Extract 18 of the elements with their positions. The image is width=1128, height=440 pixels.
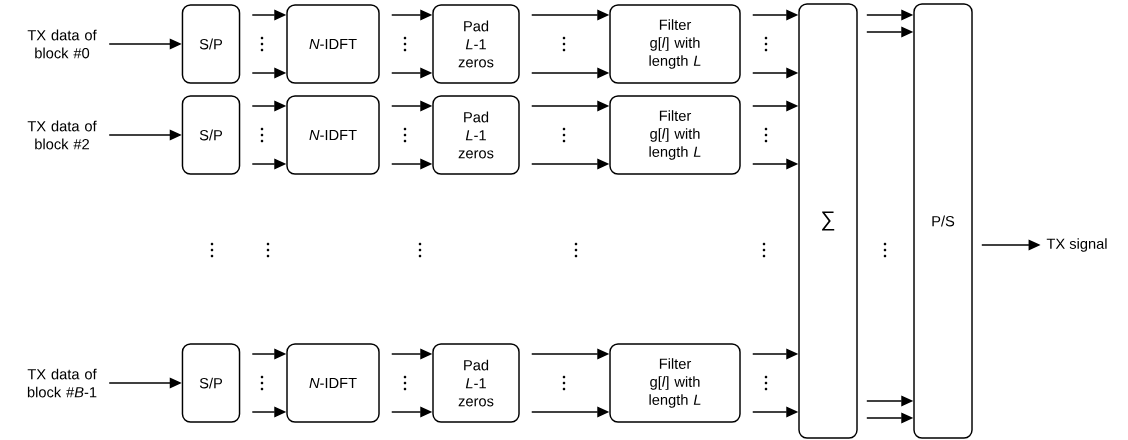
text-label: TX data of block #B-1 — [27, 368, 97, 398]
process-box: Filter g[l] with length L — [609, 95, 741, 175]
text-label: TX data of block #0 — [27, 29, 97, 59]
block-box: P/S — [913, 3, 973, 439]
process-box: S/P — [181, 95, 241, 175]
process-box: N-IDFT — [286, 95, 380, 175]
process-box: Filter g[l] with length L — [609, 343, 741, 423]
text-label: TX signal — [1046, 238, 1107, 252]
process-box: Pad L-1 zeros — [432, 343, 520, 423]
text-label: TX data of block #2 — [27, 120, 97, 150]
process-box: S/P — [181, 343, 241, 423]
process-box: Pad L-1 zeros — [432, 4, 520, 84]
process-box: N-IDFT — [286, 4, 380, 84]
process-box: N-IDFT — [286, 343, 380, 423]
process-box: Filter g[l] with length L — [609, 4, 741, 84]
block-box: ∑ — [798, 3, 858, 439]
process-box: Pad L-1 zeros — [432, 95, 520, 175]
process-box: S/P — [181, 4, 241, 84]
